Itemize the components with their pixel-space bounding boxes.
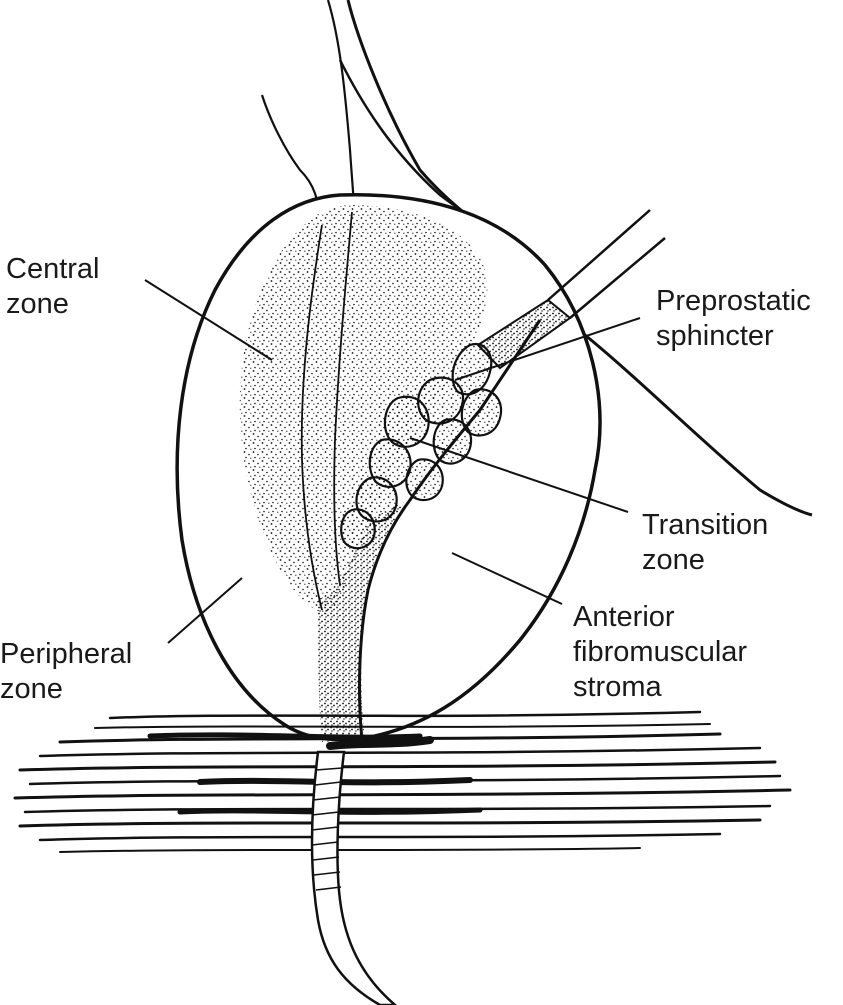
urogenital-diaphragm-fibers (15, 712, 790, 852)
bladder-wall-lower (585, 335, 812, 515)
label-preprostatic-sphincter-line2: sphincter (656, 319, 811, 354)
bladder-neck-line-2 (570, 238, 665, 318)
label-central-zone: Central zone (6, 252, 100, 322)
label-transition-zone-line1: Transition (642, 508, 768, 543)
bladder-neck-line-1 (548, 210, 650, 300)
label-central-zone-line2: zone (6, 287, 100, 322)
label-preprostatic-sphincter: Preprostatic sphincter (656, 284, 811, 354)
label-preprostatic-sphincter-line1: Preprostatic (656, 284, 811, 319)
label-anterior-fibromuscular-stroma: Anterior fibromuscular stroma (573, 600, 747, 705)
label-central-zone-line1: Central (6, 252, 100, 287)
label-transition-zone-line2: zone (642, 543, 768, 578)
seminal-vesicle-line (328, 0, 354, 210)
label-peripheral-zone-line2: zone (0, 672, 132, 707)
membranous-urethra (312, 752, 395, 1005)
label-peripheral-zone: Peripheral zone (0, 637, 132, 707)
label-anterior-line2: fibromuscular (573, 635, 747, 670)
label-peripheral-zone-line1: Peripheral (0, 637, 132, 672)
label-transition-zone: Transition zone (642, 508, 768, 578)
label-anterior-line1: Anterior (573, 600, 747, 635)
label-anterior-line3: stroma (573, 670, 747, 705)
